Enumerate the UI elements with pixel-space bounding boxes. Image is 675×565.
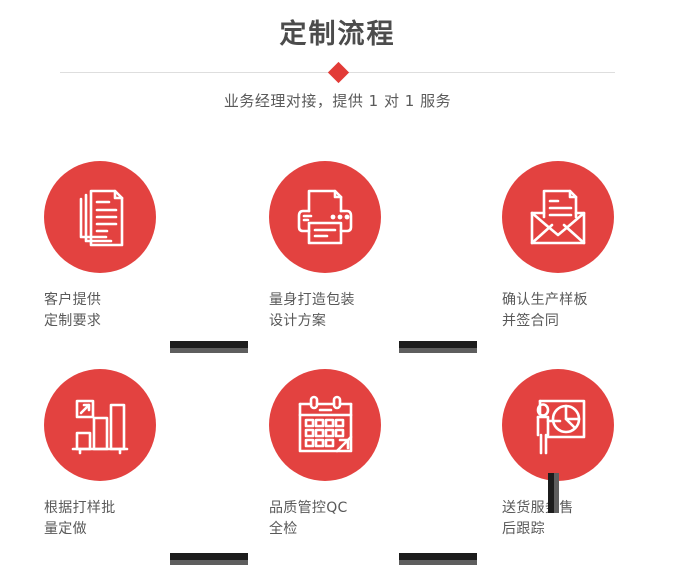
title-divider: [60, 61, 615, 84]
connector-bar-light: [170, 560, 248, 565]
connector-bar-dark: [548, 473, 554, 513]
flow-step-2-label: 量身打造包装 设计方案: [269, 290, 459, 332]
connector-bar-dark: [170, 341, 248, 348]
calendar-icon: [293, 393, 357, 457]
page-header: 定制流程 业务经理对接，提供 1 对 1 服务: [0, 0, 675, 130]
flow-step-6[interactable]: 送货服务售 后跟踪: [468, 360, 675, 560]
presenter-pie-chart-icon: [526, 393, 590, 457]
flow-step-1-label: 客户提供 定制要求: [44, 290, 234, 332]
connector-bar-light: [554, 473, 559, 513]
connector-step4-step5: [170, 553, 248, 565]
connector-step2-step3: [399, 341, 477, 353]
flow-step-5-circle[interactable]: [269, 369, 381, 481]
documents-stack-icon: [68, 185, 132, 249]
flow-step-4-label-line2: 量定做: [44, 521, 87, 537]
flow-step-4-label: 根据打样批 量定做: [44, 498, 234, 540]
flow-step-2-circle[interactable]: [269, 161, 381, 273]
flow-step-1[interactable]: 客户提供 定制要求: [10, 152, 240, 352]
flow-step-1-label-line1: 客户提供: [44, 292, 102, 308]
connector-bar-dark: [170, 553, 248, 560]
bar-chart-growth-icon: [68, 393, 132, 457]
flow-step-5-label-line2: 全检: [269, 521, 298, 537]
flow-step-3-label-line2: 并签合同: [502, 313, 560, 329]
process-flow-diagram: 客户提供 定制要求 量身打造包装 设计方案: [0, 140, 675, 565]
flow-step-4-label-line1: 根据打样批: [44, 500, 116, 516]
flow-step-4[interactable]: 根据打样批 量定做: [10, 360, 240, 560]
flow-step-4-circle[interactable]: [44, 369, 156, 481]
connector-step3-step6: [548, 473, 559, 513]
flow-step-3-label-line1: 确认生产样板: [502, 292, 588, 308]
flow-step-6-label-line2: 后跟踪: [502, 521, 545, 537]
flow-step-1-circle[interactable]: [44, 161, 156, 273]
connector-bar-dark: [399, 553, 477, 560]
connector-bar-light: [399, 348, 477, 353]
flow-step-5-label-line1: 品质管控QC: [269, 500, 348, 516]
connector-bar-light: [399, 560, 477, 565]
printer-icon: [293, 185, 357, 249]
connector-step1-step2: [170, 341, 248, 353]
flow-step-6-label-line1: 送货服务售: [502, 500, 574, 516]
flow-step-2[interactable]: 量身打造包装 设计方案: [235, 152, 465, 352]
flow-step-3[interactable]: 确认生产样板 并签合同: [468, 152, 675, 352]
diamond-marker-icon: [327, 61, 349, 84]
flow-step-1-label-line2: 定制要求: [44, 313, 102, 329]
flow-step-2-label-line2: 设计方案: [269, 313, 327, 329]
flow-step-2-label-line1: 量身打造包装: [269, 292, 355, 308]
page-title: 定制流程: [279, 19, 396, 50]
connector-bar-light: [170, 348, 248, 353]
connector-step5-step6: [399, 553, 477, 565]
flow-step-3-circle[interactable]: [502, 161, 614, 273]
connector-bar-dark: [399, 341, 477, 348]
flow-step-5[interactable]: 品质管控QC 全检: [235, 360, 465, 560]
flow-step-5-label: 品质管控QC 全检: [269, 498, 459, 540]
page-subtitle: 业务经理对接，提供 1 对 1 服务: [223, 92, 452, 110]
envelope-letter-icon: [526, 185, 590, 249]
flow-step-6-circle[interactable]: [502, 369, 614, 481]
flow-step-3-label: 确认生产样板 并签合同: [502, 290, 675, 332]
flow-step-6-label: 送货服务售 后跟踪: [502, 498, 675, 540]
